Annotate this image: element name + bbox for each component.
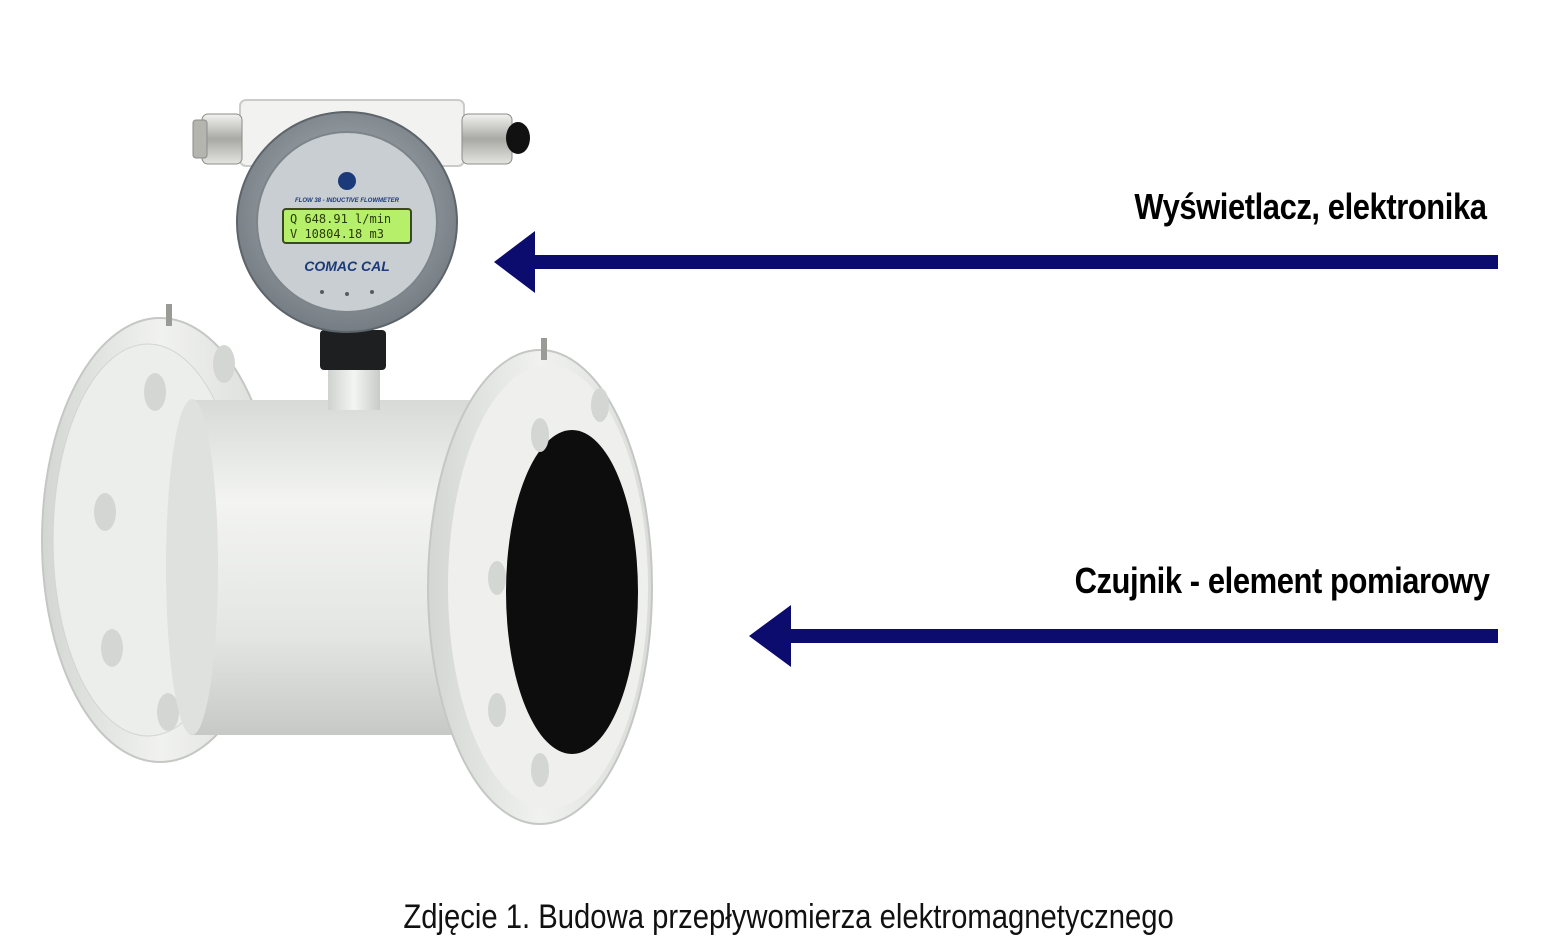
lcd-line-volume: V 10804.18 m3: [290, 227, 384, 241]
model-line: FLOW 38 - INDUCTIVE FLOWMETER: [295, 198, 400, 204]
brand-name: COMAC CAL: [304, 258, 390, 274]
left-cable-gland: [192, 113, 243, 165]
bolt-hole: [157, 693, 179, 731]
right-cable-gland: [461, 113, 530, 165]
bolt-hole: [488, 561, 506, 595]
bolt-hole: [144, 373, 166, 411]
sensor-tube: [166, 399, 500, 735]
bolt-hole: [591, 388, 609, 422]
lcd-line-flow: Q 648.91 l/min: [290, 212, 391, 226]
arrow-sensor: [749, 605, 1498, 667]
bolt-hole: [213, 345, 235, 383]
bolt-hole: [101, 629, 123, 667]
flange-pin: [541, 338, 547, 360]
key-button-icon: [320, 290, 324, 294]
transmitter-head: FLOW 38 - INDUCTIVE FLOWMETER Q 648.91 l…: [192, 99, 530, 333]
arrow-display: [494, 231, 1498, 293]
callout-display-label: Wyświetlacz, elektronika: [1134, 186, 1488, 227]
bolt-hole: [94, 493, 116, 531]
callout-sensor-label: Czujnik - element pomiarowy: [1074, 560, 1490, 601]
lcd-display: Q 648.91 l/min V 10804.18 m3: [282, 208, 412, 244]
bolt-hole: [531, 753, 549, 787]
flange-pin: [166, 304, 172, 326]
brand-logo-icon: [338, 172, 356, 190]
neck: [320, 330, 386, 410]
bolt-hole: [488, 693, 506, 727]
right-flange: [427, 338, 653, 825]
pipe-opening: [506, 430, 638, 754]
key-button-icon: [370, 290, 374, 294]
figure-caption: Zdjęcie 1. Budowa przepływomierza elektr…: [403, 898, 1174, 936]
bolt-hole: [531, 418, 549, 452]
key-button-icon: [345, 292, 349, 296]
